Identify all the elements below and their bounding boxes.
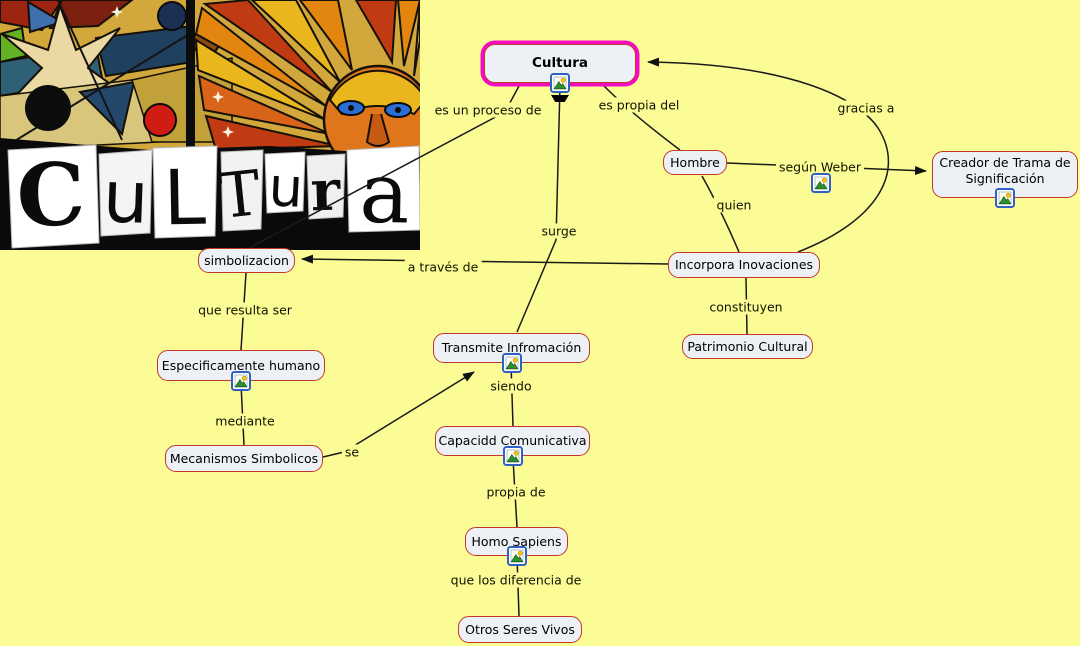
concept-node-label: Mecanismos Simbolicos [169, 450, 319, 466]
svg-text:a: a [359, 144, 411, 243]
concept-node-simbolizacion[interactable]: simbolizacion [198, 248, 295, 273]
concept-node-label: Creador de Trama de Significación [939, 155, 1071, 186]
concept-node-otros-seres-vivos[interactable]: Otros Seres Vivos [458, 616, 582, 643]
concept-node-incorpora-inovaciones[interactable]: Incorpora Inovaciones [668, 252, 820, 278]
concept-node-label: Otros Seres Vivos [465, 621, 575, 637]
cultura-icon-stand [551, 95, 569, 102]
link-label-es-propia-del[interactable]: es propia del [595, 97, 683, 113]
link-line-es-propia-del [603, 85, 681, 151]
concept-node-label: Transmite Infromación [441, 340, 582, 356]
concept-node-label: Homo Sapiens [471, 533, 562, 549]
link-label-que-resulta-ser[interactable]: que resulta ser [195, 302, 295, 318]
link-label-se[interactable]: se [341, 444, 363, 460]
svg-text:u: u [267, 155, 304, 220]
link-label-gracias-a[interactable]: gracias a [834, 100, 898, 116]
svg-text:L: L [163, 153, 207, 243]
link-line-surge [516, 85, 561, 333]
concept-node-cultura[interactable]: Cultura [484, 44, 636, 83]
link-label-siendo[interactable]: siendo [487, 378, 535, 394]
svg-text:r: r [309, 157, 342, 224]
link-label-es-un-proceso-de[interactable]: es un proceso de [431, 102, 545, 118]
concept-node-label: Especificamente humano [161, 357, 321, 373]
image-resource-icon-cultura[interactable] [550, 73, 570, 93]
link-label-constituyen[interactable]: constituyen [706, 299, 786, 315]
image-resource-icon-segun-weber[interactable] [811, 173, 831, 193]
image-resource-icon-homo-sapiens[interactable] [506, 546, 527, 566]
link-label-a-traves-de[interactable]: a través de [404, 259, 482, 275]
link-label-mediante[interactable]: mediante [212, 413, 278, 429]
image-resource-icon-capacidd-comunicativa[interactable] [502, 446, 523, 466]
link-label-quien[interactable]: quien [713, 197, 755, 213]
concept-node-patrimonio-cultural[interactable]: Patrimonio Cultural [682, 334, 813, 359]
concept-node-label: Patrimonio Cultural [687, 338, 808, 354]
concept-node-label: simbolizacion [204, 252, 289, 268]
link-line-a-traves-de [301, 254, 669, 265]
image-resource-icon-especificamente-humano[interactable] [231, 371, 251, 391]
concept-node-creador-de-trama[interactable]: Creador de Trama de Significación [932, 151, 1078, 198]
cultura-collage-image: C u L T u r a [0, 0, 420, 250]
svg-text:u: u [102, 154, 151, 240]
concept-node-label: Hombre [670, 154, 720, 170]
link-label-propia-de[interactable]: propia de [483, 484, 549, 500]
link-line-quien [701, 175, 740, 253]
concept-node-label: Cultura [532, 55, 588, 72]
svg-text:T: T [215, 156, 264, 233]
link-label-que-los-diferencia-de[interactable]: que los diferencia de [447, 572, 585, 588]
link-label-surge[interactable]: surge [538, 223, 580, 239]
concept-node-hombre[interactable]: Hombre [663, 150, 727, 175]
concept-node-mecanismos-simbolicos[interactable]: Mecanismos Simbolicos [165, 445, 323, 472]
svg-text:C: C [15, 144, 87, 247]
image-resource-icon-creador-de-trama[interactable] [995, 188, 1015, 208]
image-resource-icon-transmite-infromacion[interactable] [501, 353, 522, 373]
concept-node-label: Incorpora Inovaciones [674, 257, 814, 273]
